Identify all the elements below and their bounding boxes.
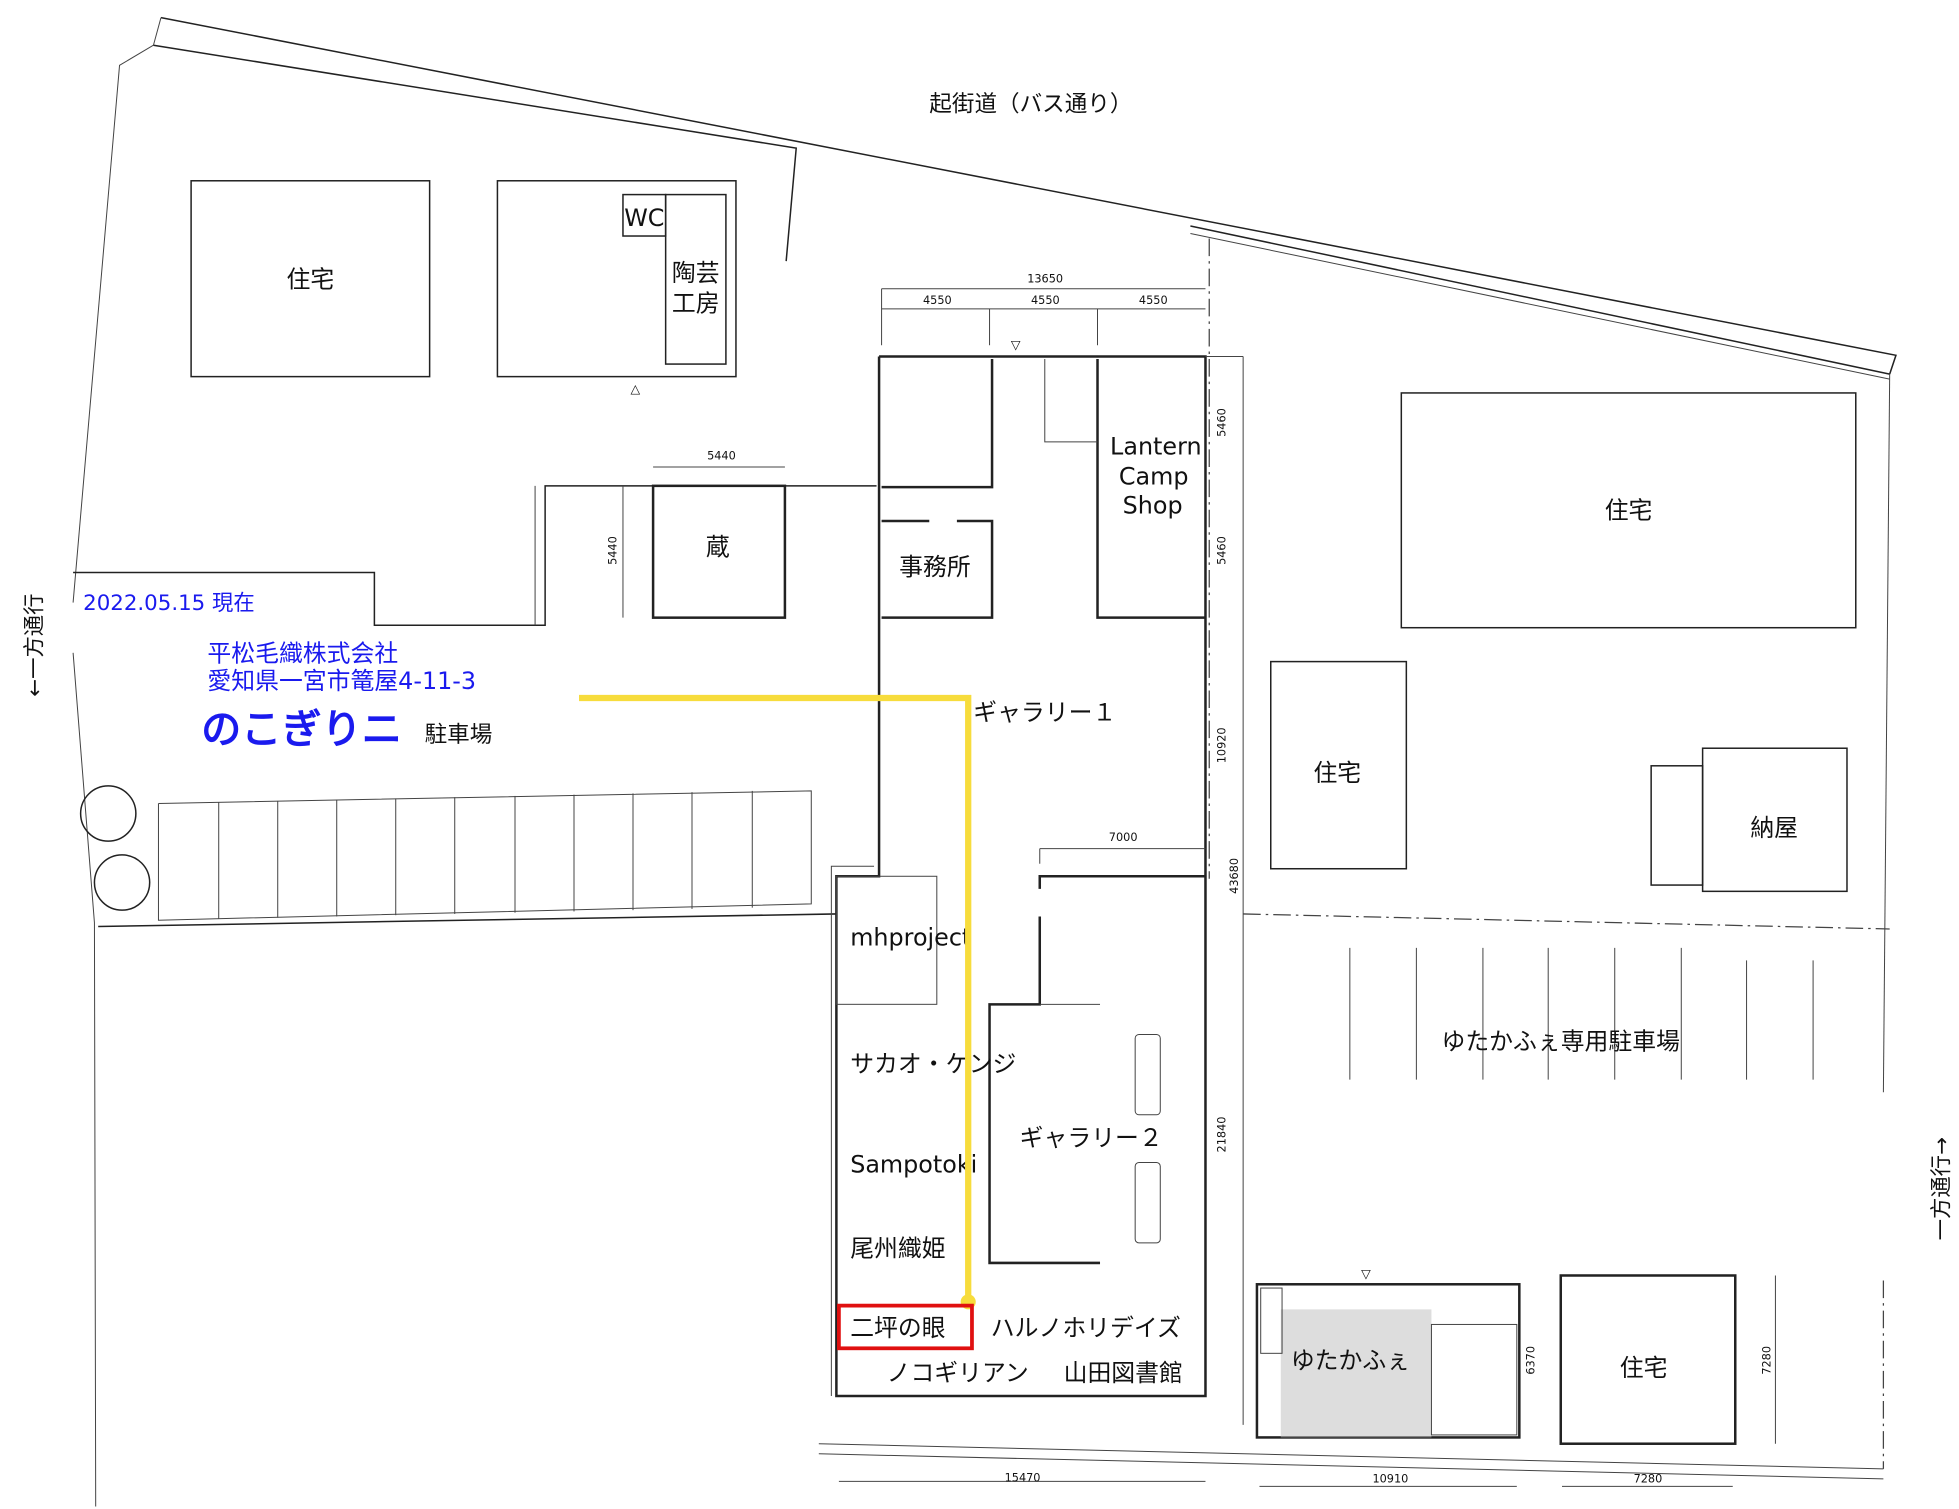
cafe-parking-label: ゆたかふぇ専用駐車場 [1441, 1028, 1679, 1056]
house-1 [190, 180, 431, 378]
lantern-label-3: Shop [1123, 491, 1183, 519]
gallery1-label: ギャラリー１ [973, 699, 1116, 727]
dim-cafe-h: 6370 [1524, 1346, 1537, 1375]
page-title: のこぎりニ [201, 707, 402, 753]
house-3 [1270, 660, 1408, 870]
one-way-right: 一方通行→ [1930, 1137, 1955, 1240]
sampotoki-label: Sampotoki [850, 1151, 977, 1179]
sakao-label: サカオ・ケンジ [850, 1050, 1016, 1078]
pottery-label-1: 陶芸 [672, 259, 720, 287]
tree-icon [93, 854, 151, 911]
house-4-label: 住宅 [1620, 1354, 1668, 1382]
dim-top-c: 4550 [1139, 294, 1168, 307]
gallery2-label: ギャラリー２ [1020, 1124, 1163, 1152]
dim-r3: 10920 [1216, 727, 1229, 763]
wc-label: WC [624, 204, 664, 232]
parking-spaces-left [157, 790, 812, 921]
dim-bottom-main: 15470 [1005, 1471, 1041, 1484]
dim-bottom-cafe: 10910 [1372, 1473, 1408, 1486]
pottery-label-2: 工房 [672, 289, 720, 317]
haruno-label: ハルノホリデイズ [991, 1314, 1181, 1342]
mhproject-label: mhproject [850, 923, 971, 951]
kura-label: 蔵 [706, 533, 730, 561]
house-1-label: 住宅 [287, 265, 335, 293]
tree-icon [79, 785, 137, 842]
kura [651, 484, 787, 619]
main-building: 13650 4550 4550 4550 ▽ 事務所 Lantern Camp … [830, 272, 1244, 1484]
house-3-label: 住宅 [1313, 759, 1361, 787]
naya [1701, 747, 1848, 893]
yutacafe-label: ゆたかふぇ [1291, 1346, 1410, 1374]
yamada-label: 山田図書館 [1064, 1359, 1183, 1387]
naya-label: 納屋 [1750, 814, 1798, 842]
parking-label: 駐車場 [425, 722, 493, 748]
dim-top-total: 13650 [1027, 272, 1063, 285]
dim-bottom-house: 7280 [1634, 1473, 1663, 1486]
lantern-label-1: Lantern [1110, 432, 1202, 460]
dim-inner: 7000 [1109, 831, 1138, 844]
route-path [579, 694, 972, 1302]
company-address: 愛知県一宮市篭屋4-11-3 [207, 667, 476, 695]
svg-text:▽: ▽ [1361, 1266, 1371, 1281]
date-label: 2022.05.15 現在 [83, 591, 255, 616]
nitsubo-label: 二坪の眼 [850, 1314, 945, 1342]
office-label: 事務所 [899, 553, 971, 581]
bishu-label: 尾州織姫 [850, 1235, 945, 1263]
dim-r2: 5460 [1216, 536, 1229, 565]
dim-kura-h: 5440 [607, 536, 620, 565]
dim-r5: 21840 [1216, 1117, 1229, 1153]
pottery-building [496, 180, 737, 378]
yutacafe-building: ゆたかふぇ ▽ 6370 10910 [1255, 1266, 1537, 1487]
entrance-marker-icon: △ [630, 381, 640, 396]
dim-house-h: 7280 [1760, 1346, 1773, 1375]
house-2-label: 住宅 [1605, 496, 1653, 524]
house-4 [1559, 1274, 1737, 1445]
dim-r4: 43680 [1228, 858, 1241, 894]
site-boundaries [72, 16, 1897, 1507]
dim-r1: 5460 [1216, 408, 1229, 437]
highlight-box [837, 1303, 974, 1351]
road-label: 起街道（バス通り） [929, 92, 1132, 118]
nokogirian-label: ノコギリアン [887, 1359, 1029, 1387]
dim-top-a: 4550 [923, 294, 952, 307]
dim-kura-w: 5440 [707, 449, 736, 462]
company-name: 平松毛織株式会社 [207, 640, 398, 668]
svg-text:▽: ▽ [1011, 337, 1021, 352]
house-2 [1400, 392, 1857, 629]
one-way-left: ←一方通行 [23, 594, 48, 697]
parking-spaces-right [1349, 947, 1814, 1080]
dim-top-b: 4550 [1031, 294, 1060, 307]
lantern-label-2: Camp [1119, 463, 1189, 491]
